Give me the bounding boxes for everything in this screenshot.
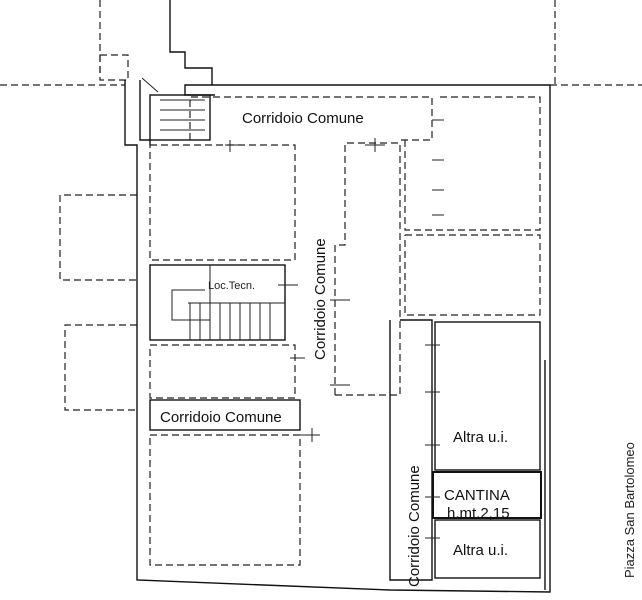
outer-walls — [124, 77, 551, 593]
rooms — [149, 96, 542, 581]
label-other-unit-lower: Altra u.i. — [453, 542, 508, 559]
label-corridor-right: Corridoio Comune — [406, 465, 423, 587]
label-corridor-left: Corridoio Comune — [160, 409, 282, 426]
external-lines — [0, 0, 642, 86]
label-other-unit-upper: Altra u.i. — [453, 429, 508, 446]
label-technical-room: Loc.Tecn. — [208, 280, 255, 292]
label-cellar-height: h.mt.2,15 — [447, 505, 510, 522]
tech-stairs — [171, 265, 285, 340]
door-markers — [225, 119, 444, 539]
neighbor-outlines — [59, 194, 137, 411]
label-cellar: CANTINA — [444, 487, 510, 504]
label-corridor-center: Corridoio Comune — [312, 238, 329, 360]
label-street: Piazza San Bartolomeo — [622, 442, 637, 578]
label-corridor-top: Corridoio Comune — [242, 110, 364, 127]
entry-stairs — [160, 99, 205, 131]
